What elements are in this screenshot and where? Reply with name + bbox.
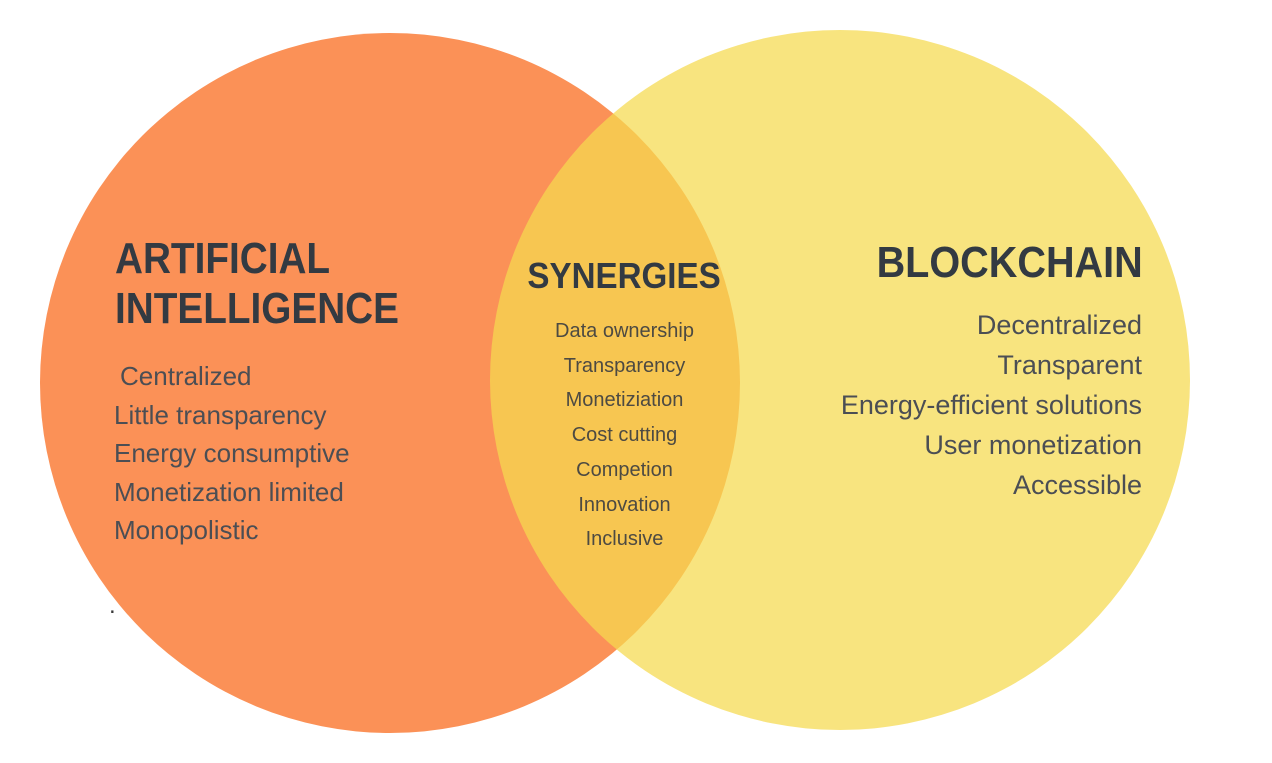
blockchain-circle [490,30,1190,730]
synergy-item: Inclusive [585,528,664,551]
synergy-item: Data ownership [555,320,694,342]
blockchain-trait-item: Transparent [997,350,1142,380]
synergy-item: Monetiziation [565,389,684,412]
ai-trait-item: Monetization limited [114,476,344,507]
synergies-title: SYNERGIES [527,255,722,296]
blockchain-trait-item: User monetization [924,430,1142,460]
ai-title: ARTIFICIAL INTELLIGENCE [115,234,399,334]
ai-trait-item: Little transparency [114,399,327,430]
stray-dot: . [109,592,116,619]
synergies-list: Data ownership Transparency Monetiziatio… [497,314,752,557]
ai-trait-item: Centralized [120,361,252,391]
synergy-item: Competion [576,458,673,481]
ai-trait-list: Centralized Little transparency Energy c… [114,357,350,550]
synergy-item: Transparency [563,354,686,377]
synergy-item: Innovation [578,493,671,516]
ai-trait-item: Monopolistic [114,515,259,546]
synergies-column: SYNERGIES Data ownership Transparency Mo… [497,0,752,557]
synergy-item: Cost cutting [571,424,678,447]
blockchain-trait-item: Energy-efficient solutions [840,390,1142,420]
ai-trait-item: Energy consumptive [114,438,350,469]
ai-title-line-2: INTELLIGENCE [115,284,399,333]
blockchain-title: BLOCKCHAIN [876,238,1143,287]
ai-title-line-1: ARTIFICIAL [115,234,331,283]
blockchain-trait-item: Accessible [1012,470,1142,500]
blockchain-trait-list: Decentralized Transparent Energy-efficie… [841,305,1142,505]
blockchain-trait-item: Decentralized [976,310,1142,340]
